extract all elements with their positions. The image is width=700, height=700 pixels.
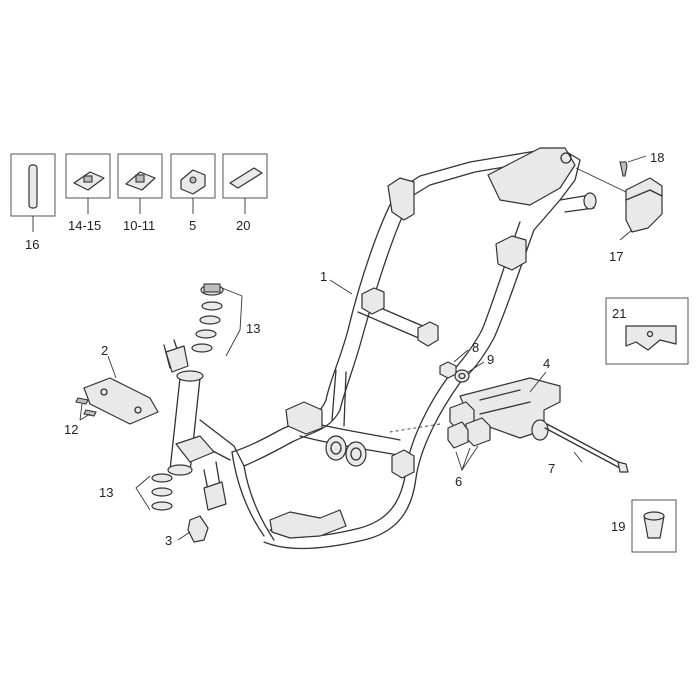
part-box-14-15[interactable]: [65, 153, 111, 214]
long-bolt-7[interactable]: [544, 423, 629, 473]
label-9: 9: [487, 352, 494, 367]
part-box-16[interactable]: [10, 153, 56, 232]
label-19: 19: [611, 519, 625, 534]
label-7: 7: [548, 461, 555, 476]
part-box-5[interactable]: [170, 153, 216, 214]
label-16: 16: [25, 237, 39, 252]
bracket-2[interactable]: [83, 355, 159, 425]
screw-18[interactable]: [619, 155, 647, 177]
bearing-stack-lower[interactable]: [135, 473, 173, 511]
silent-blocks-6[interactable]: [447, 401, 491, 472]
part-box-21[interactable]: [605, 297, 689, 365]
bearing-stack-upper[interactable]: [191, 283, 243, 357]
nut-8[interactable]: [439, 349, 469, 379]
washer-9[interactable]: [454, 361, 485, 383]
label-12: 12: [64, 422, 78, 437]
label-1: 1: [320, 269, 327, 284]
main-frame[interactable]: [231, 147, 597, 550]
label-3: 3: [165, 533, 172, 548]
label-21: 21: [612, 306, 626, 321]
label-13-lower: 13: [99, 485, 113, 500]
label-6: 6: [455, 474, 462, 489]
label-18: 18: [650, 150, 664, 165]
steering-head[interactable]: [163, 339, 245, 511]
label-4: 4: [543, 356, 550, 371]
screws-12[interactable]: [75, 397, 97, 421]
label-5: 5: [189, 218, 196, 233]
cover-17[interactable]: [575, 167, 663, 241]
label-14-15: 14-15: [68, 218, 101, 233]
label-2: 2: [101, 343, 108, 358]
label-10-11: 10-11: [123, 218, 155, 233]
leader-main-dashed: [389, 423, 441, 433]
clip-3[interactable]: [177, 515, 209, 543]
label-17: 17: [609, 249, 623, 264]
label-8: 8: [472, 340, 479, 355]
label-13-upper: 13: [246, 321, 260, 336]
part-box-10-11[interactable]: [117, 153, 163, 214]
part-box-20[interactable]: [222, 153, 268, 214]
leader-1: [329, 279, 353, 295]
part-box-19[interactable]: [631, 499, 677, 553]
label-20: 20: [236, 218, 250, 233]
